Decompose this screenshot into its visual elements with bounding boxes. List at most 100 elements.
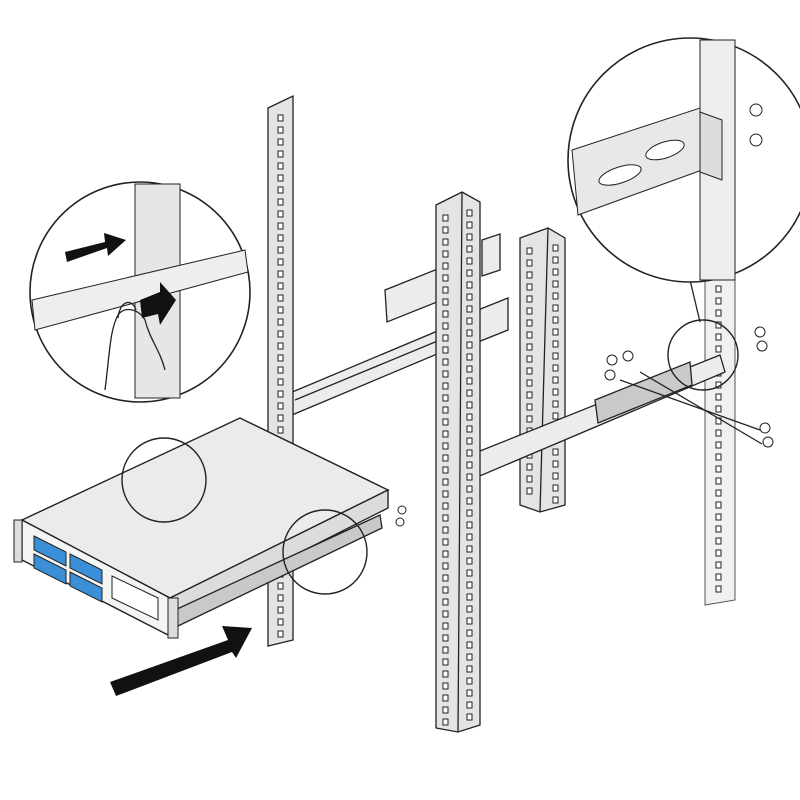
rack-hole: [715, 453, 722, 461]
rack-hole: [277, 618, 284, 626]
rack-hole: [715, 525, 722, 533]
rack-hole: [466, 701, 473, 709]
rack-hole: [466, 497, 473, 505]
rack-hole: [466, 677, 473, 685]
rack-hole: [442, 442, 449, 450]
rack-hole: [552, 256, 559, 264]
rack-hole: [466, 593, 473, 601]
thumb-hand-icon: [117, 301, 137, 319]
rack-hole: [277, 606, 284, 614]
rack-hole: [526, 271, 533, 279]
rack-hole: [526, 379, 533, 387]
rack-hole: [526, 247, 533, 255]
rack-hole: [715, 465, 722, 473]
rack-hole: [526, 463, 533, 471]
rack-hole: [466, 317, 473, 325]
rack-hole: [442, 418, 449, 426]
rack-hole: [552, 412, 559, 420]
rear-slide-rail: [384, 233, 726, 479]
rack-hole: [277, 318, 284, 326]
screw-icon: [749, 103, 763, 147]
rack-hole: [466, 581, 473, 589]
rack-hole: [466, 221, 473, 229]
rack-hole: [466, 341, 473, 349]
rack-hole: [277, 246, 284, 254]
rack-hole: [552, 400, 559, 408]
rack-hole: [442, 298, 449, 306]
rack-hole: [466, 521, 473, 529]
rack-hole: [526, 355, 533, 363]
rear-center-rack-post: [519, 227, 566, 513]
detail-marker-rail-latch: [282, 509, 368, 595]
rack-hole: [552, 292, 559, 300]
callout-rear-bracket: [567, 37, 800, 283]
rack-hole: [526, 343, 533, 351]
rack-hole: [715, 489, 722, 497]
rack-hole: [715, 501, 722, 509]
rack-hole: [442, 262, 449, 270]
rack-hole: [552, 364, 559, 372]
rack-hole: [442, 478, 449, 486]
rack-hole: [277, 354, 284, 362]
rack-hole: [442, 490, 449, 498]
rack-hole: [442, 334, 449, 342]
rack-hole: [526, 331, 533, 339]
rack-hole: [526, 475, 533, 483]
rack-hole: [715, 477, 722, 485]
rack-hole: [442, 214, 449, 222]
rack-hole: [715, 585, 722, 593]
rack-hole: [466, 293, 473, 301]
rack-hole: [715, 561, 722, 569]
rack-hole: [442, 670, 449, 678]
rack-hole: [277, 294, 284, 302]
rack-hole: [715, 573, 722, 581]
detail-marker-rear-bracket: [667, 319, 739, 391]
rack-hole: [277, 414, 284, 422]
rack-hole: [552, 268, 559, 276]
screw-icon: [604, 350, 634, 381]
rack-hole: [466, 665, 473, 673]
rack-hole: [277, 150, 284, 158]
rack-hole: [442, 310, 449, 318]
rack-hole: [466, 365, 473, 373]
rack-hole: [526, 319, 533, 327]
rack-hole: [442, 598, 449, 606]
rack-hole: [442, 358, 449, 366]
rack-hole: [466, 389, 473, 397]
push-arrow-icon: [140, 282, 176, 325]
rack-hole: [442, 454, 449, 462]
rack-hole: [466, 641, 473, 649]
rack-hole: [466, 269, 473, 277]
rack-hole: [277, 258, 284, 266]
rack-hole: [442, 274, 449, 282]
rack-hole: [277, 342, 284, 350]
screw-icon: [754, 326, 768, 352]
rack-hole: [715, 549, 722, 557]
rack-hole: [466, 257, 473, 265]
rack-hole: [277, 366, 284, 374]
rack-hole: [442, 562, 449, 570]
rack-hole: [466, 245, 473, 253]
rack-hole: [277, 378, 284, 386]
rack-hole: [715, 345, 722, 353]
rack-hole: [277, 114, 284, 122]
rack-hole: [466, 449, 473, 457]
rack-hole: [466, 413, 473, 421]
rack-hole: [526, 307, 533, 315]
rack-hole: [466, 329, 473, 337]
rack-hole: [552, 448, 559, 456]
rack-hole: [442, 550, 449, 558]
rack-hole: [466, 281, 473, 289]
rack-hole: [466, 233, 473, 241]
rack-hole: [442, 586, 449, 594]
rack-hole: [442, 658, 449, 666]
rack-hole: [466, 425, 473, 433]
rack-hole: [277, 426, 284, 434]
rack-hole: [552, 484, 559, 492]
rack-hole: [715, 405, 722, 413]
rack-hole: [442, 370, 449, 378]
push-arrow-icon: [65, 233, 126, 262]
screw-icon: [395, 422, 774, 527]
rack-hole: [442, 430, 449, 438]
